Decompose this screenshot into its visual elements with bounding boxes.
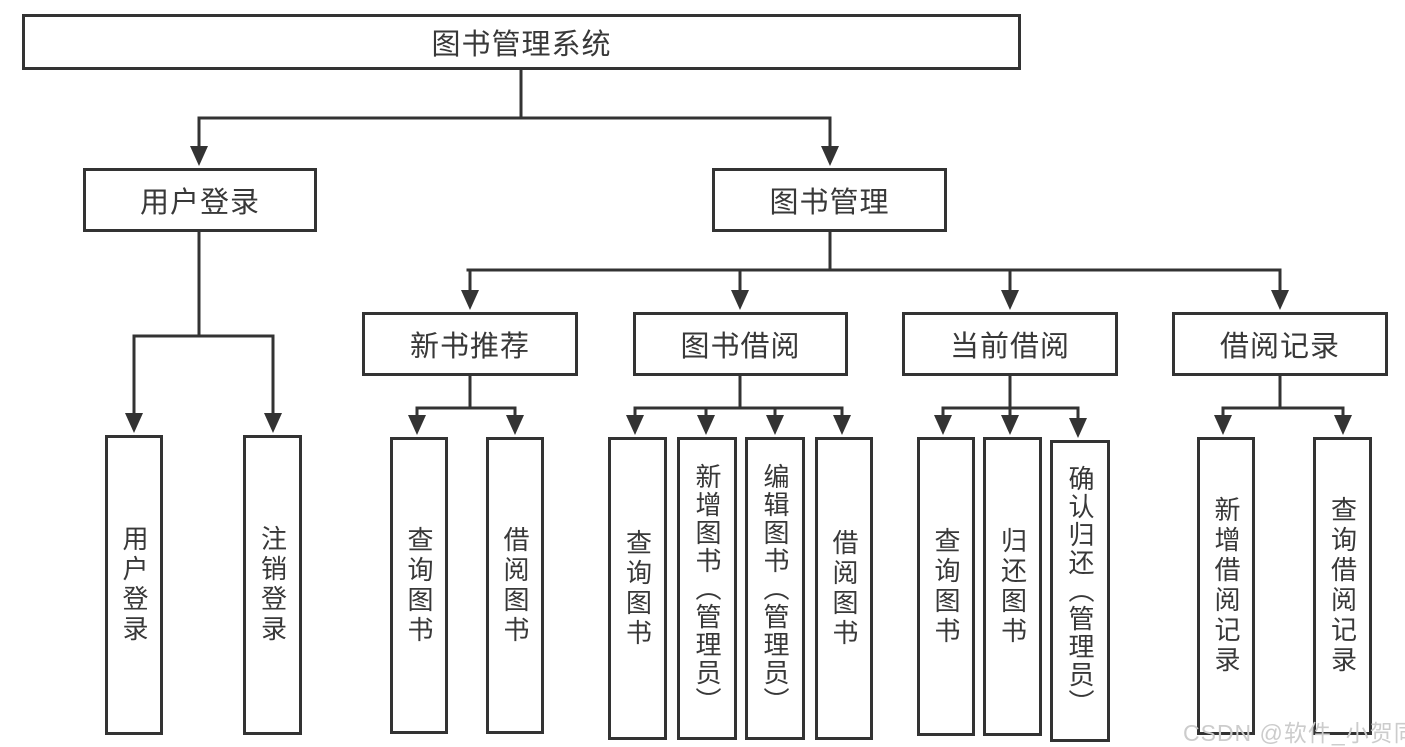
arrow-icon	[125, 413, 143, 433]
leaf-confirm-return-admin-label: 确认归还（管理员）	[1065, 465, 1095, 717]
csdn-watermark: CSDN @软件_小贺同学	[1183, 720, 1405, 746]
arrowheads	[125, 146, 1352, 438]
leaf-query-books-1-label: 查询图书	[404, 525, 434, 646]
node-new-book-recommend-label: 新书推荐	[409, 331, 530, 363]
node-library-system: 图书管理系统	[22, 14, 1021, 70]
node-new-book-recommend: 新书推荐	[362, 312, 578, 376]
leaf-add-borrow-record: 新增借阅记录	[1197, 437, 1255, 735]
node-library-system-label: 图书管理系统	[431, 29, 612, 61]
leaf-query-borrow-record: 查询借阅记录	[1313, 437, 1372, 735]
arrow-icon	[461, 290, 479, 310]
leaf-return-books-label: 归还图书	[997, 526, 1028, 647]
leaf-return-books: 归还图书	[983, 437, 1042, 736]
leaf-query-books-3-label: 查询图书	[931, 526, 961, 647]
arrow-icon	[1069, 418, 1087, 438]
leaf-query-books-2: 查询图书	[608, 437, 667, 740]
leaf-borrow-books-2-label: 借阅图书	[829, 528, 859, 649]
leaf-query-books-3: 查询图书	[917, 437, 975, 736]
leaf-add-book-admin: 新增图书（管理员）	[677, 437, 737, 740]
leaf-add-borrow-record-label: 新增借阅记录	[1211, 496, 1241, 676]
arrow-icon	[506, 415, 524, 435]
node-current-borrow: 当前借阅	[902, 312, 1118, 376]
arrow-icon	[190, 146, 208, 166]
leaf-query-books-2-label: 查询图书	[622, 528, 653, 649]
node-current-borrow-label: 当前借阅	[949, 331, 1070, 363]
leaf-borrow-books-1-label: 借阅图书	[500, 525, 530, 646]
leaf-query-borrow-record-label: 查询借阅记录	[1327, 496, 1358, 676]
leaf-logout: 注销登录	[243, 435, 302, 735]
node-book-borrow-label: 图书借阅	[680, 331, 801, 363]
node-user-login-label: 用户登录	[139, 187, 260, 219]
node-borrow-records-label: 借阅记录	[1219, 331, 1340, 363]
leaf-user-login: 用户登录	[105, 435, 163, 735]
leaf-borrow-books-2: 借阅图书	[815, 437, 873, 740]
arrow-icon	[1334, 415, 1352, 435]
leaf-logout-label: 注销登录	[257, 525, 288, 645]
arrow-icon	[934, 415, 952, 435]
arrow-icon	[1001, 290, 1019, 310]
arrow-icon	[626, 415, 644, 435]
leaf-user-login-label: 用户登录	[119, 525, 149, 645]
node-book-management: 图书管理	[712, 168, 947, 232]
arrow-icon	[264, 413, 282, 433]
arrow-icon	[408, 415, 426, 435]
arrow-icon	[697, 415, 715, 435]
node-user-login: 用户登录	[83, 168, 317, 232]
node-book-management-label: 图书管理	[769, 187, 890, 219]
node-book-borrow: 图书借阅	[633, 312, 848, 376]
node-borrow-records: 借阅记录	[1172, 312, 1388, 376]
arrow-icon	[1001, 415, 1019, 435]
leaf-edit-book-admin-label: 编辑图书（管理员）	[760, 462, 790, 715]
arrow-icon	[731, 290, 749, 310]
arrow-icon	[821, 146, 839, 166]
leaf-borrow-books-1: 借阅图书	[486, 437, 544, 734]
leaf-query-books-1: 查询图书	[390, 437, 448, 734]
arrow-icon	[766, 415, 784, 435]
arrow-icon	[1271, 290, 1289, 310]
arrow-icon	[833, 415, 851, 435]
arrow-icon	[1214, 415, 1232, 435]
leaf-edit-book-admin: 编辑图书（管理员）	[745, 437, 805, 740]
leaf-add-book-admin-label: 新增图书（管理员）	[692, 462, 722, 715]
leaf-confirm-return-admin: 确认归还（管理员）	[1050, 440, 1110, 742]
connector-path	[132, 68, 1345, 426]
